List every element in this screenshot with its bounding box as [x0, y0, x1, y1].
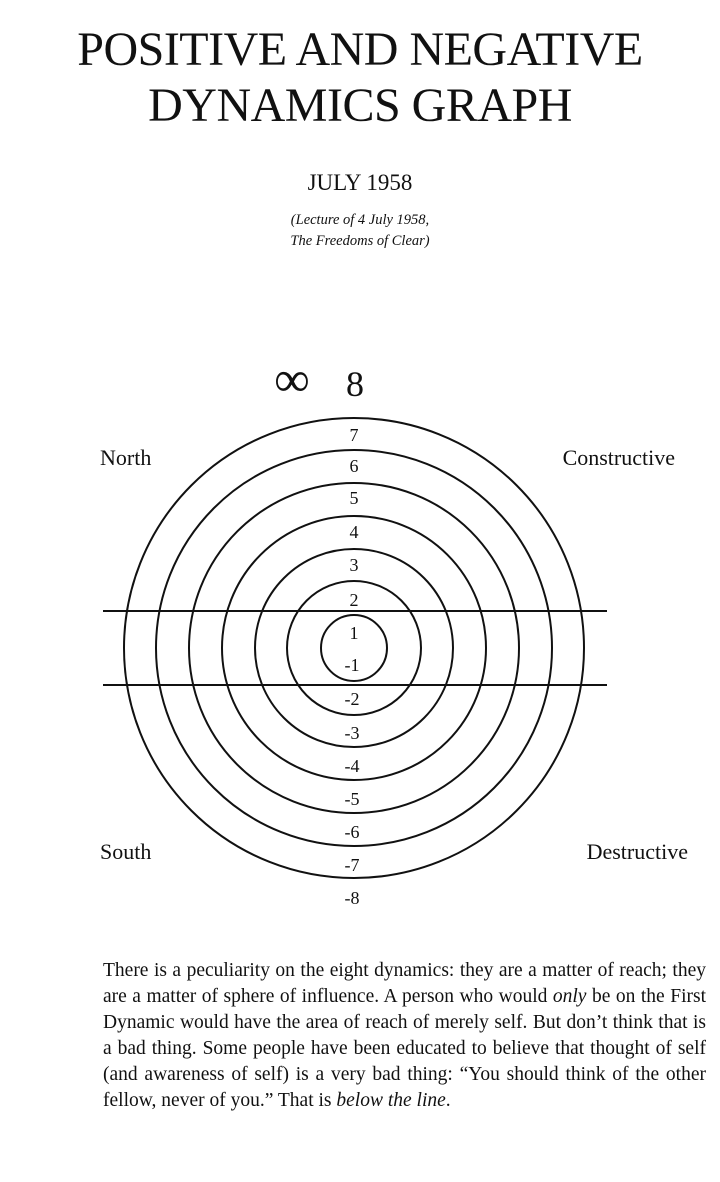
body-text-2: be on the First Dynamic would have the a…	[103, 986, 706, 1111]
ring-label-4: 4	[350, 522, 359, 542]
date-heading: JULY 1958	[307, 170, 413, 195]
body-paragraph: There is a peculiarity on the eight dyna…	[103, 958, 706, 1114]
ring-labels: 7 6 5 4 3 2 1 -1 -2 -3 -4 -5 -6 -7 -8	[345, 425, 360, 908]
ring-4	[221, 515, 487, 781]
lecture-source: (Lecture of 4 July 1958, The Freedoms of…	[0, 210, 720, 252]
source-line-2: The Freedoms of Clear)	[290, 233, 430, 249]
concentric-rings	[123, 417, 585, 879]
ring-label-neg-4: -4	[345, 756, 360, 776]
ring-label-neg-8: -8	[345, 888, 360, 908]
body-emphasis-below-line: below the line	[336, 1090, 446, 1111]
ring-label-2: 2	[350, 590, 359, 610]
dynamics-graph: ∞ 8 North Constructive South Destructive…	[100, 351, 688, 908]
page-title: POSITIVE AND NEGATIVE DYNAMICS GRAPH	[0, 22, 720, 134]
ring-5	[188, 482, 520, 814]
title-line-1: POSITIVE AND NEGATIVE	[77, 23, 643, 76]
ring-label-neg-3: -3	[345, 723, 360, 743]
source-line-1: (Lecture of 4 July 1958,	[290, 212, 430, 228]
ring-label-5: 5	[350, 488, 359, 508]
ring-label-3: 3	[350, 555, 359, 575]
label-constructive: Constructive	[563, 445, 675, 470]
ring-label-neg-5: -5	[345, 789, 360, 809]
ring-label-neg-6: -6	[345, 822, 360, 842]
body-text-3: .	[445, 1090, 451, 1111]
title-line-2: DYNAMICS GRAPH	[148, 79, 572, 132]
ring-label-neg-1: -1	[345, 655, 360, 675]
label-north: North	[100, 445, 151, 470]
infinity-icon: ∞	[274, 351, 310, 407]
ring-3	[254, 548, 454, 748]
ring-label-neg-2: -2	[345, 689, 360, 709]
ring-label-neg-7: -7	[345, 855, 360, 875]
ring-2	[286, 580, 422, 716]
ring-label-6: 6	[350, 456, 359, 476]
dynamic-8-label: 8	[346, 364, 364, 404]
body-emphasis-only: only	[552, 986, 587, 1007]
label-destructive: Destructive	[587, 839, 688, 864]
ring-label-7: 7	[350, 425, 359, 445]
ring-6	[155, 449, 553, 847]
label-south: South	[100, 839, 151, 864]
ring-label-1: 1	[350, 623, 359, 643]
body-text-1: There is a peculiarity on the eight dyna…	[103, 960, 706, 1007]
ring-7	[123, 417, 585, 879]
ring-1	[320, 614, 388, 682]
